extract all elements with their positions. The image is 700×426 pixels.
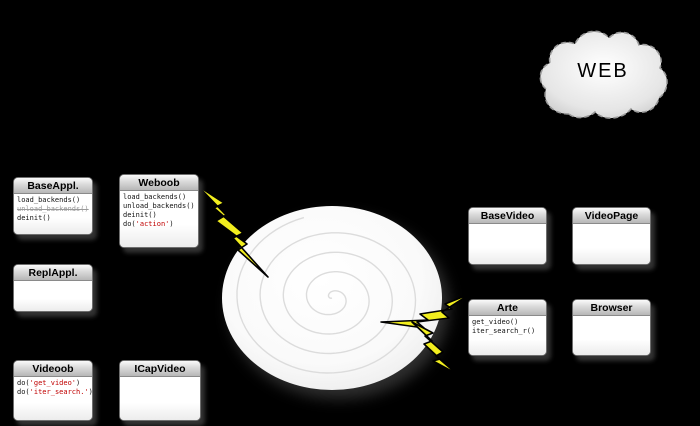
method-segment: unload_backends() [123, 202, 195, 210]
class-methods [120, 377, 200, 420]
class-title: ICapVideo [134, 362, 186, 375]
class-box-videopage: VideoPage [572, 207, 651, 265]
method-text: do('get_video') [17, 379, 89, 388]
class-header: BaseAppl. [14, 178, 92, 194]
class-methods [573, 224, 650, 264]
class-header: Arte [469, 300, 546, 316]
class-methods: do('get_video')do('iter_search.') [14, 377, 92, 420]
class-title: BaseVideo [480, 209, 535, 222]
method-segment: ) [169, 220, 174, 228]
class-header: ICapVideo [120, 361, 200, 377]
method-segment: 'iter_search.' [29, 388, 89, 396]
method-text: do('iter_search.') [17, 388, 92, 397]
lightning-bolt-icon [197, 185, 269, 278]
method-text: get_video() [472, 318, 543, 327]
class-title: Arte [496, 301, 518, 314]
method-segment: 'action' [135, 220, 170, 228]
method-segment: deinit() [123, 211, 157, 219]
class-box-icapvideo: ICapVideo [119, 360, 201, 421]
lightning-bolt-icon [411, 321, 458, 375]
class-header: Videoob [14, 361, 92, 377]
method-text: deinit() [123, 211, 195, 220]
method-text: iter_search_r() [472, 327, 543, 336]
method-segment: deinit() [17, 214, 51, 222]
method-text: do('action') [123, 220, 195, 229]
lightning-bolt-icon [380, 293, 471, 329]
class-title: Weboob [138, 176, 180, 189]
method-text: unload_backends() [17, 205, 89, 214]
class-header: Browser [573, 300, 650, 316]
cloud-label: WEB [577, 60, 629, 82]
method-segment: get_video() [472, 318, 519, 326]
method-segment: load_backends() [123, 193, 187, 201]
class-methods [14, 281, 92, 311]
method-segment: do( [17, 379, 30, 387]
class-box-basevideo: BaseVideo [468, 207, 547, 265]
class-box-baseappl: BaseAppl. load_backends()unload_backends… [13, 177, 93, 235]
class-box-arte: Arte get_video()iter_search_r() [468, 299, 547, 356]
class-methods: load_backends()unload_backends()deinit()… [120, 191, 198, 247]
class-title: Browser [590, 301, 633, 314]
class-title: Videoob [32, 362, 74, 375]
method-segment: ) [88, 388, 93, 396]
method-segment: do( [17, 388, 30, 396]
class-header: ReplAppl. [14, 265, 92, 281]
class-box-videoob: Videoob do('get_video')do('iter_search.'… [13, 360, 93, 421]
method-segment: iter_search_r() [472, 327, 536, 335]
method-segment: ) [76, 379, 81, 387]
method-text: load_backends() [123, 193, 195, 202]
method-text: unload_backends() [123, 202, 195, 211]
spiral-line [236, 216, 417, 374]
class-title: BaseAppl. [27, 179, 79, 192]
class-box-browser: Browser [572, 299, 651, 356]
method-segment: do( [123, 220, 136, 228]
method-segment: 'get_video' [29, 379, 77, 387]
class-methods: load_backends()unload_backends()deinit() [14, 194, 92, 234]
class-header: Weboob [120, 175, 198, 191]
method-text: load_backends() [17, 196, 89, 205]
class-box-replappl: ReplAppl. [13, 264, 93, 312]
class-header: BaseVideo [469, 208, 546, 224]
class-title: VideoPage [584, 209, 639, 222]
class-title: ReplAppl. [28, 266, 78, 279]
method-segment: unload_backends() [17, 205, 89, 213]
cloud-icon [539, 30, 668, 119]
class-methods: get_video()iter_search_r() [469, 316, 546, 355]
method-segment: load_backends() [17, 196, 81, 204]
web-cloud: WEB [536, 22, 670, 132]
method-text: deinit() [17, 214, 89, 223]
class-box-weboob: Weboob load_backends()unload_backends()d… [119, 174, 199, 248]
class-methods [573, 316, 650, 355]
class-methods [469, 224, 546, 264]
class-header: VideoPage [573, 208, 650, 224]
